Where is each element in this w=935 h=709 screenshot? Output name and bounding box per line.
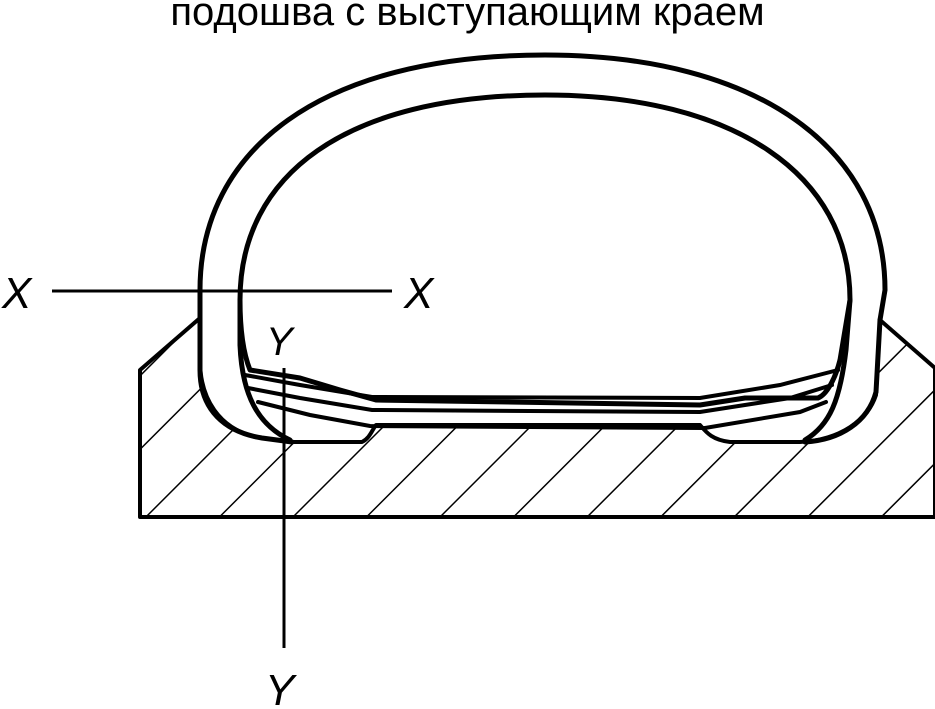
upper-outer-outline (197, 52, 888, 323)
x-axis-label-left: X (1, 269, 33, 318)
insole-layer-lower (256, 400, 828, 431)
y-axis-label-bottom: Y (265, 666, 297, 709)
y-axis-label-top: Y (266, 320, 296, 364)
upper-left-wall (197, 287, 295, 445)
upper-right-inner-wall (802, 297, 853, 443)
upper-inner-outline (237, 92, 853, 408)
upper-left-inner-wall (237, 297, 293, 443)
x-axis-label-right: X (403, 269, 435, 318)
upper-right-wall (802, 317, 883, 445)
insole-layer-upper (243, 368, 840, 401)
insole-layer-middle (246, 383, 834, 415)
diagram-title: подошва с выступающим краем (170, 0, 765, 34)
